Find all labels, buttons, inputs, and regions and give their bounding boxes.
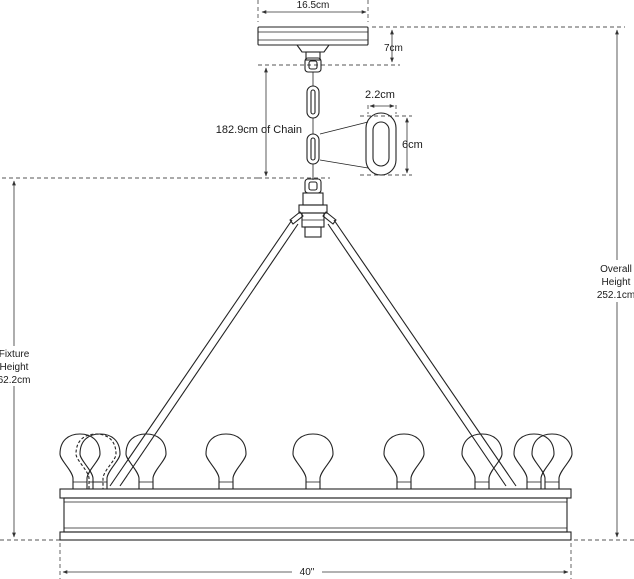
bulb (79, 433, 121, 489)
chain-length-label: 182.9cm of Chain (216, 124, 302, 136)
center-hub (289, 192, 337, 238)
fixture-ring (59, 488, 572, 541)
fixture-width-label: 40" (300, 567, 315, 578)
canopy (257, 26, 369, 61)
bulb (75, 433, 117, 489)
bulb (383, 433, 425, 489)
fixture-height-label-line2: Height (0, 362, 29, 373)
bulb (513, 433, 555, 489)
support-arms (109, 219, 517, 487)
canopy-drop-label: 7cm (384, 43, 403, 54)
bulb (531, 433, 573, 489)
chain (304, 57, 322, 194)
bulbs (59, 433, 573, 489)
overall-height-label-line2: Height (602, 277, 631, 288)
chain-link-detail (319, 112, 397, 176)
fixture-height-label-line1: Fixture (0, 349, 30, 360)
bulb (292, 433, 334, 489)
link-height-label: 6cm (402, 139, 423, 151)
canopy-width-label: 16.5cm (297, 0, 330, 11)
link-width-label: 2.2cm (365, 89, 395, 101)
overall-height-label-line1: Overall (600, 264, 632, 275)
overall-height-value: 252.1cm (597, 290, 634, 301)
fixture-height-value: 62.2cm (0, 375, 30, 386)
bulb (205, 433, 247, 489)
bulb (461, 433, 503, 489)
bulb (59, 433, 101, 489)
bulb (125, 433, 167, 489)
